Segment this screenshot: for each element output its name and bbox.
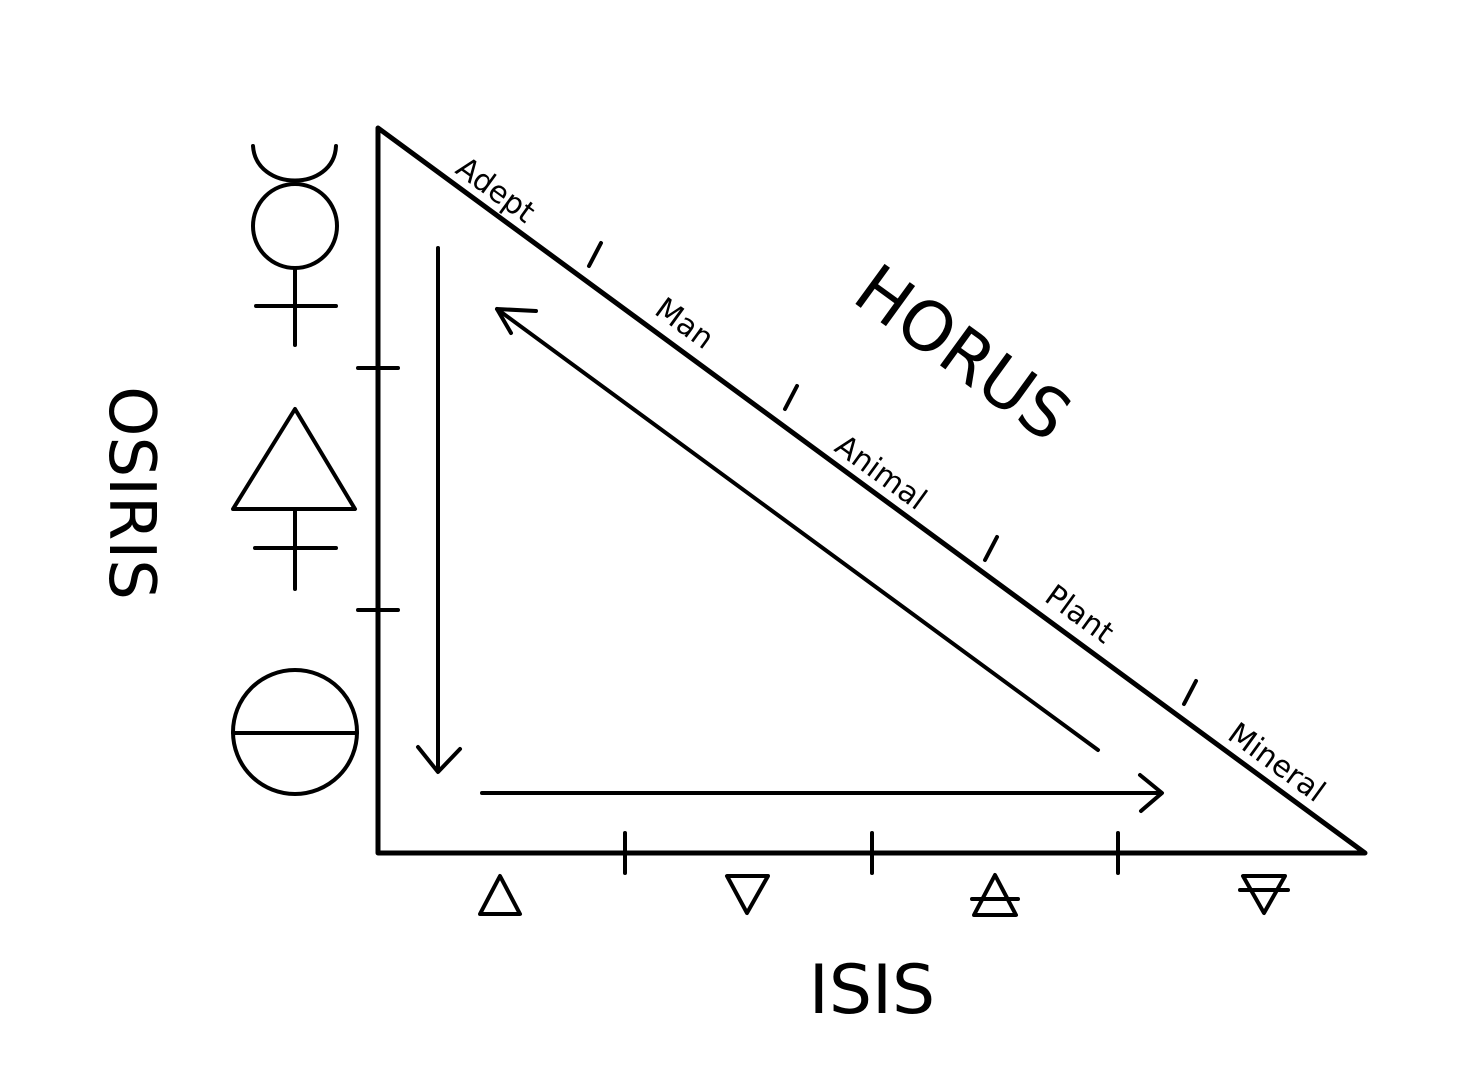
isis-label: ISIS (809, 951, 935, 1030)
segment-label-mineral: Mineral (1221, 716, 1331, 809)
water-symbol-icon (725, 874, 770, 915)
right-arrow (480, 773, 1164, 813)
hypotenuse-tick (587, 241, 603, 268)
diagonal-arrow (495, 307, 1100, 752)
earth-symbol-icon (1238, 874, 1290, 915)
hypotenuse-tick (1182, 679, 1198, 706)
mercury-symbol-icon (251, 144, 339, 347)
triangle-outline (375, 125, 1368, 856)
air-symbol-icon (970, 873, 1020, 917)
horus-label: HORUS (840, 250, 1085, 458)
hypotenuse-tick (783, 384, 799, 411)
osiris-label: OSIRIS (94, 386, 168, 600)
sulfur-symbol-icon (231, 407, 357, 591)
fire-symbol-icon (478, 874, 522, 916)
segment-label-man: Man (648, 291, 720, 357)
hypotenuse-tick (983, 535, 999, 562)
salt-symbol-icon (231, 668, 359, 796)
down-arrow (416, 246, 462, 774)
